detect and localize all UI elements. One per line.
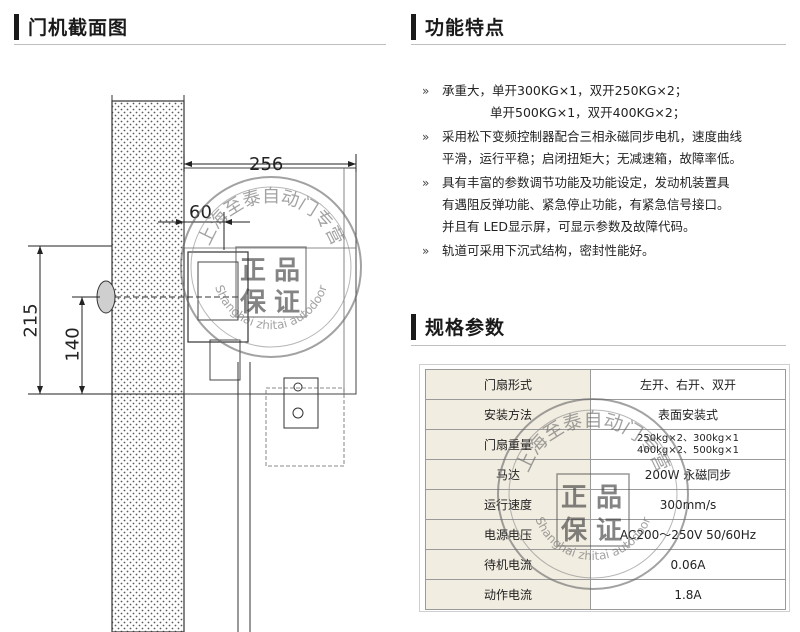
feature-line: 具有丰富的参数调节功能及功能设定，发动机装置具 <box>442 175 730 190</box>
feature-line: 采用松下变频控制器配合三相永磁同步电机，速度曲线 <box>442 129 743 144</box>
feature-line: 平滑，运行平稳；启闭扭矩大；无减速箱，故障率低。 <box>442 151 743 166</box>
spec-key: 门扇形式 <box>425 369 591 400</box>
dimension-140-label: 140 <box>62 327 84 362</box>
left-section-heading: 门机截面图 <box>14 13 128 40</box>
bullet-icon: » <box>422 84 430 98</box>
spec-heading-rule <box>411 345 786 346</box>
spec-value: 200W 永磁同步 <box>590 459 786 490</box>
spec-key: 电源电压 <box>425 519 591 550</box>
feature-line: 并且有 LED显示屏，可显示参数及故障代码。 <box>442 219 696 234</box>
spec-section-title: 规格参数 <box>425 317 506 339</box>
bullet-icon: » <box>422 130 430 144</box>
heading-bar <box>411 313 416 340</box>
feature-item: » 轨道可采用下沉式结构，密封性能好。 <box>420 240 795 262</box>
spec-value-line: 400kg×2、500kg×1 <box>637 444 739 456</box>
right-section-heading: 功能特点 <box>411 13 505 40</box>
spec-table-frame <box>419 364 790 612</box>
spec-section-heading: 规格参数 <box>411 313 505 340</box>
table-row: 门扇形式左开、右开、双开 <box>425 369 786 400</box>
feature-item: » 承重大，单开300KG×1，双开250KG×2； 单开500KG×1，双开4… <box>420 80 795 124</box>
spec-key: 马达 <box>425 459 591 490</box>
spec-value: 300mm/s <box>590 489 786 520</box>
door-cross-section-drawing <box>28 95 357 632</box>
feature-line: 有遇阻反弹功能、紧急停止功能，有紧急信号接口。 <box>442 197 730 212</box>
dimension-60-label: 60 <box>189 202 212 223</box>
feature-line: 承重大，单开300KG×1，双开250KG×2； <box>442 83 688 98</box>
feature-line: 轨道可采用下沉式结构，密封性能好。 <box>442 243 655 258</box>
feature-line: 单开500KG×1，双开400KG×2； <box>490 105 686 120</box>
right-section-title: 功能特点 <box>425 17 506 39</box>
wall-section <box>111 100 185 632</box>
spec-value-line: 250kg×2、300kg×1 <box>637 432 739 444</box>
bullet-icon: » <box>422 244 430 258</box>
dimension-215-label: 215 <box>20 303 42 338</box>
spec-value: 1.8A <box>590 579 786 610</box>
spec-key: 安装方法 <box>425 399 591 430</box>
heading-bar <box>411 13 416 40</box>
spec-value: 0.06A <box>590 549 786 580</box>
spec-key: 门扇重量 <box>425 429 591 460</box>
feature-list: » 承重大，单开300KG×1，双开250KG×2； 单开500KG×1，双开4… <box>420 80 795 264</box>
spec-key: 运行速度 <box>425 489 591 520</box>
right-heading-rule <box>411 44 786 45</box>
feature-item: » 具有丰富的参数调节功能及功能设定，发动机装置具 有遇阻反弹功能、紧急停止功能… <box>420 172 795 238</box>
heading-bar <box>14 13 19 40</box>
spec-value: AC200～250V 50/60Hz <box>590 519 786 550</box>
dimension-256-label: 256 <box>249 154 284 175</box>
left-heading-rule <box>14 44 386 45</box>
bullet-icon: » <box>422 176 430 190</box>
table-row: 安装方法表面安装式 <box>425 399 786 430</box>
spec-value: 左开、右开、双开 <box>590 369 786 400</box>
spec-key: 待机电流 <box>425 549 591 580</box>
feature-item: » 采用松下变频控制器配合三相永磁同步电机，速度曲线 平滑，运行平稳；启闭扭矩大… <box>420 126 795 170</box>
spec-value: 表面安装式 <box>590 399 786 430</box>
spec-key: 动作电流 <box>425 579 591 610</box>
left-section-title: 门机截面图 <box>28 17 129 39</box>
